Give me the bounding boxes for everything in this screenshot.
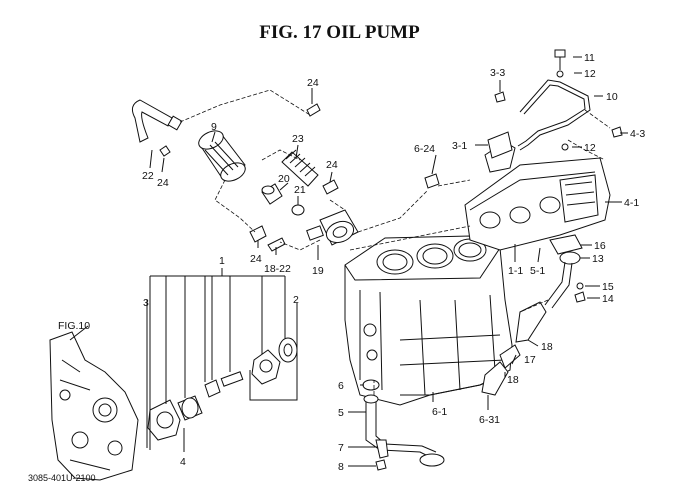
- callout-7: 7: [338, 442, 344, 454]
- callout-3-3: 3-3: [490, 67, 505, 79]
- callout-21: 21: [294, 184, 306, 196]
- leader-lines: [69, 56, 628, 467]
- figure-title: FIG. 17 OIL PUMP: [259, 22, 420, 43]
- callout-3-1: 3-1: [452, 140, 467, 152]
- callout-6-31: 6-31: [479, 414, 500, 426]
- callout-fig-10: FIG.10: [58, 320, 90, 332]
- callout-24-bottom: 24: [250, 253, 262, 265]
- oil-cooler: [306, 209, 359, 246]
- callout-5: 5: [338, 407, 344, 419]
- callout-6-24: 6-24: [414, 143, 435, 155]
- callout-5-1: 5-1: [530, 265, 545, 277]
- callout-14: 14: [602, 293, 614, 305]
- engine-block: [344, 235, 513, 406]
- pipe-10: [487, 49, 623, 159]
- return-pipe: [481, 234, 586, 396]
- callout-6: 6: [338, 380, 344, 392]
- callout-15: 15: [602, 281, 614, 293]
- callout-18-right: 18: [541, 341, 553, 353]
- callout-4-3: 4-3: [630, 128, 645, 140]
- callout-20: 20: [278, 173, 290, 185]
- callout-3: 3: [143, 297, 149, 309]
- callout-4-1: 4-1: [624, 197, 639, 209]
- hose-23: [281, 149, 319, 187]
- oil-filter: [198, 130, 246, 182]
- callout-17: 17: [524, 354, 536, 366]
- callout-24-left: 24: [157, 177, 169, 189]
- callout-16: 16: [594, 240, 606, 252]
- callout-9: 9: [211, 121, 217, 133]
- callout-12-lower: 12: [584, 142, 596, 154]
- gear-case: [49, 331, 139, 481]
- callout-24-right: 24: [326, 159, 338, 171]
- hose-22: [131, 99, 183, 143]
- callout-18-lower: 18: [507, 374, 519, 386]
- callout-2: 2: [293, 294, 299, 306]
- oil-strainer: [362, 379, 445, 471]
- callout-1-1: 1-1: [508, 265, 523, 277]
- callout-labels: 11 12 10 3-3 4-3 3-1 12 4-1 6-24 24 9 23…: [28, 52, 645, 482]
- fitting-parts: [159, 103, 440, 252]
- callout-6-1: 6-1: [432, 406, 447, 418]
- drawing-number: 3085-401U-2100: [28, 473, 96, 482]
- callout-22: 22: [142, 170, 154, 182]
- callout-19: 19: [312, 265, 324, 277]
- callout-24-top: 24: [307, 77, 319, 89]
- callout-18-22: 18-22: [264, 263, 291, 275]
- callout-1: 1: [219, 255, 225, 267]
- cylinder-head: [464, 141, 611, 251]
- oil-pump-assembly: [147, 337, 298, 450]
- callout-8: 8: [338, 461, 344, 473]
- callout-23: 23: [292, 133, 304, 145]
- callout-11: 11: [584, 52, 595, 64]
- callout-10: 10: [606, 91, 618, 103]
- callout-12: 12: [584, 68, 596, 80]
- callout-13: 13: [592, 253, 604, 265]
- callout-4: 4: [180, 456, 186, 468]
